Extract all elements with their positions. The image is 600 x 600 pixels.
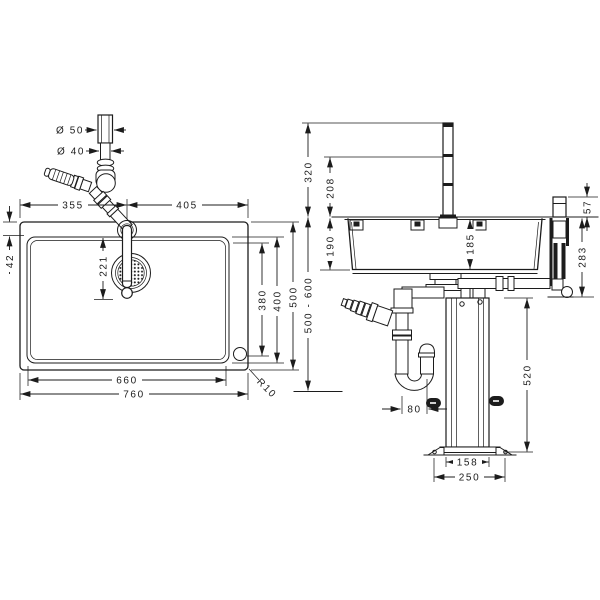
select-knob [552,196,567,218]
dim-185-label: 185 [466,233,477,255]
dim-spout-reach: 221 [94,238,113,300]
dim-bowl-depth-outer: 190 [320,218,350,271]
drain-flange [425,273,466,291]
dim-faucet-shaft-diameter: Ø 40 [57,147,124,158]
dim-tap-center-to-right: 405 [127,199,248,212]
dim-660-label: 660 [116,376,138,387]
waste-arm [457,276,551,299]
dim-400-label: 400 [273,290,284,312]
support-column [445,297,490,448]
accessory-hole [233,347,247,361]
dishwasher-connector [340,297,394,327]
dim-knob-height: 57 [568,183,598,231]
dim-190-label: 190 [326,235,337,257]
dim-corner-radius: R10 [248,368,278,401]
dim-520-label: 520 [523,364,534,386]
faucet-side-symbol [438,122,458,229]
dim-column-height: 520 [504,297,534,453]
dim-760-label: 760 [123,390,145,401]
dim-158-label: 158 [457,458,479,469]
dim-bowl-depth-inner: 185 [464,219,477,269]
dim-overall-depth: 500 [251,221,300,371]
dim-spout-joint-height: 208 [324,156,443,217]
faucet-top-symbol [95,114,116,193]
dim-bowl-inner-length: 380 [233,242,269,357]
dim-column-base-width: 158 [445,456,490,469]
base-plate [423,446,517,456]
dim-250-label: 250 [459,473,481,484]
mounting-clips [349,219,487,231]
dim-500-600-label: 500 - 600 [304,277,315,334]
dim-42-label: 42 [5,254,16,268]
sink-outer-edge [19,221,249,371]
dim-faucet-outer-diameter: Ø 50 [56,126,126,137]
dim-80-label: 80 [407,405,421,416]
dim-221-label: 221 [99,255,110,277]
dim-trap-offset: 80 [382,379,447,416]
top-view: Ø 50 Ø 40 355 405 [3,114,300,401]
dim-500-label: 500 [289,286,300,308]
dim-overall-width: 760 [19,373,249,401]
dim-base-plate-width: 250 [433,458,506,484]
dim-spout-top-height: 320 [302,122,443,217]
dim-405-label: 405 [176,201,198,212]
p-trap [390,286,445,391]
dim-57-label: 57 [583,200,594,214]
dim-380-label: 380 [258,289,269,311]
dim-faucet-outer-diameter-label: Ø 50 [56,126,84,137]
dim-valve-unit-drop: 283 [572,218,594,298]
side-view: 320 208 500 - 600 190 [293,122,599,484]
spout-over-bowl [121,224,133,299]
dim-320-label: 320 [304,161,315,183]
faucet-handle [43,167,93,193]
dim-bowl-depth: 400 [232,236,284,364]
dim-r10-label: R10 [254,377,278,401]
dim-355-label: 355 [62,201,84,212]
dim-left-to-tap-center: 355 [19,199,249,219]
dim-283-label: 283 [578,246,589,268]
dim-faucet-shaft-diameter-label: Ø 40 [57,147,85,158]
dim-drain-height-range: 500 - 600 [302,217,315,391]
valve-unit [547,218,574,298]
dim-208-label: 208 [326,177,337,199]
dim-bowl-width: 660 [27,366,227,387]
dim-rim-width: 42 [3,206,24,274]
